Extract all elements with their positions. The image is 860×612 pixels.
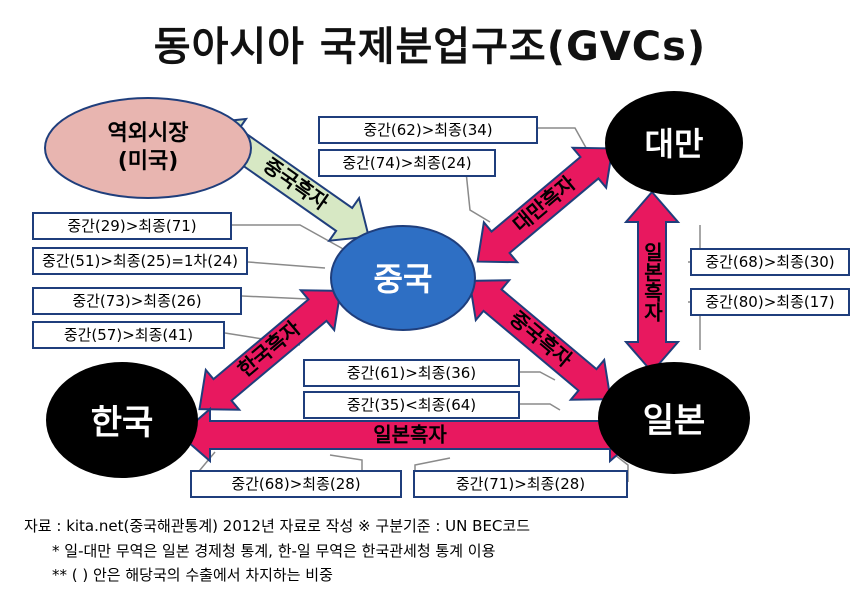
box-china-external-1: 중간(29)>최종(71) [32, 212, 232, 240]
label-korea-japan: 일본흑자 [373, 423, 447, 447]
node-china-label: 중국 [374, 260, 433, 298]
box-korea-japan-2: 중간(71)>최종(28) [413, 470, 628, 498]
box-korea-china-1: 중간(73)>최종(26) [32, 287, 242, 315]
box-japan-taiwan-1: 중간(68)>최종(30) [690, 248, 850, 276]
box-japan-china-1: 중간(61)>최종(36) [303, 359, 520, 387]
footnote-note-2: ** ( ) 안은 해당국의 수출에서 차지하는 비중 [52, 566, 333, 584]
node-japan-label: 일본 [643, 401, 706, 441]
page-title: 동아시아 국제분업구조(GVCs) [153, 24, 707, 70]
footnote-note-1: * 일-대만 무역은 일본 경제청 통계, 한-일 무역은 한국관세청 통계 이… [52, 542, 496, 560]
box-korea-japan-1: 중간(68)>최종(28) [190, 470, 402, 498]
node-taiwan-label: 대만 [645, 125, 704, 163]
arrow-taiwan-japan [623, 190, 681, 374]
node-china [330, 225, 476, 331]
arrow-korea-china [198, 289, 342, 411]
box-japan-taiwan-2: 중간(80)>최종(17) [690, 288, 850, 316]
node-korea [46, 362, 198, 478]
box-taiwan-china-2: 중간(74)>최종(24) [318, 149, 496, 177]
node-taiwan [605, 91, 743, 195]
arrow-china-japan [468, 279, 612, 401]
box-china-external-2: 중간(51)>최종(25)=1차(24) [32, 247, 248, 275]
node-korea-label: 한국 [91, 403, 154, 443]
arrow-china-taiwan [476, 146, 614, 264]
node-external-market [44, 97, 252, 199]
node-japan [598, 362, 750, 474]
node-external-label-2: (미국) [118, 149, 179, 174]
node-external-label-1: 역외시장 [108, 121, 189, 146]
box-japan-china-2: 중간(35)<최종(64) [303, 391, 520, 419]
footnote-source: 자료 : kita.net(중국해관통계) 2012년 자료로 작성 ※ 구분기… [24, 517, 530, 535]
label-taiwan-japan: 일본흑자 [640, 242, 664, 323]
box-taiwan-china-1: 중간(62)>최종(34) [318, 116, 538, 144]
box-korea-china-2: 중간(57)>최종(41) [32, 321, 225, 349]
